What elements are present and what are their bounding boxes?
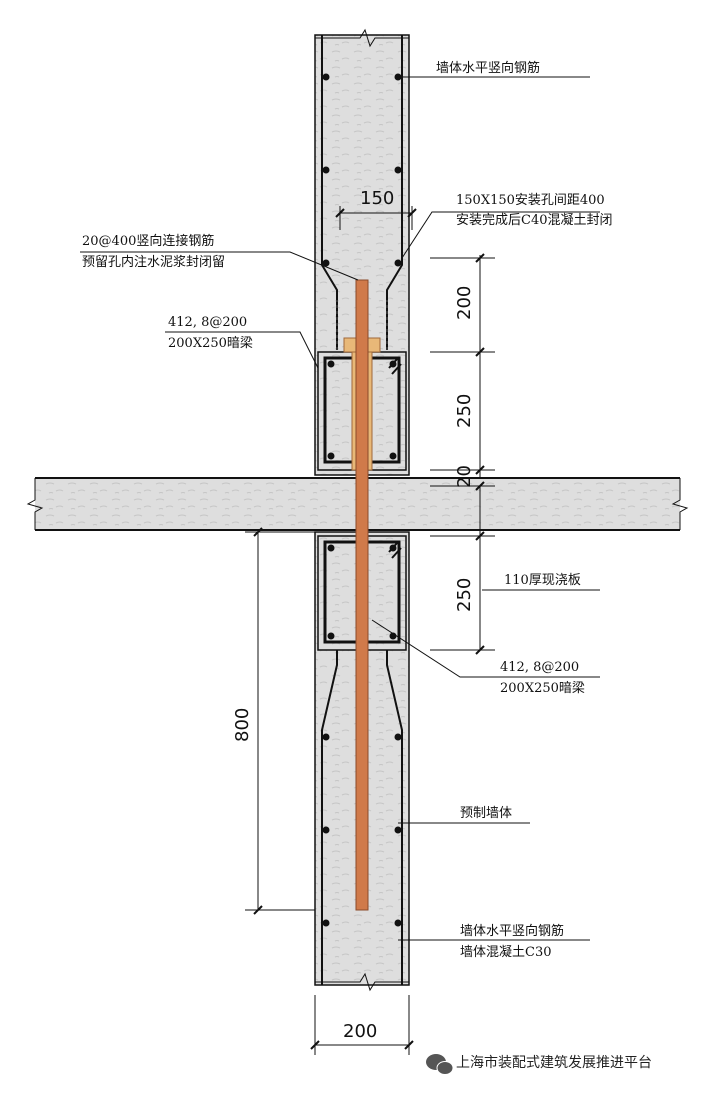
wechat-icon [426,1054,454,1075]
dim-beam-top-height: 250 [454,394,475,428]
watermark: 上海市装配式建筑发展推进平台 [426,1054,652,1075]
dimension-ticks [253,208,485,1050]
dim-wall-thickness: 200 [343,1021,377,1042]
label-beam-bot-line2: 200X250暗梁 [500,681,585,696]
label-precast-wall: 预制墙体 [460,806,512,821]
label-conn-line1: 20@400竖向连接钢筋 [82,233,214,249]
dim-hole-width: 150 [360,188,394,209]
dim-embed-length: 800 [232,708,253,742]
dim-beam-bottom-height: 250 [454,578,475,612]
label-conn-line2: 预留孔内注水泥浆封闭留 [82,254,225,270]
label-hole-line1: 150X150安装孔间距400 [456,193,605,208]
label-hole-line2: 安装完成后C40混凝土封闭 [456,212,613,228]
label-beam-bot-line1: 412, 8@200 [500,660,579,675]
label-bottom-concrete: 墙体混凝土C30 [460,944,552,960]
label-bottom-rebar: 墙体水平竖向钢筋 [460,923,564,939]
connecting-rebar [343,279,381,911]
label-slab: 110厚现浇板 [504,573,581,588]
label-beam-top-line1: 412, 8@200 [168,315,247,330]
label-top-rebar: 墙体水平竖向钢筋 [436,60,540,76]
dim-gap: 20 [454,465,475,488]
dim-hole-height: 200 [454,286,475,320]
label-beam-top-line2: 200X250暗梁 [168,336,253,351]
watermark-text: 上海市装配式建筑发展推进平台 [456,1054,652,1071]
leader-lines [80,76,600,941]
